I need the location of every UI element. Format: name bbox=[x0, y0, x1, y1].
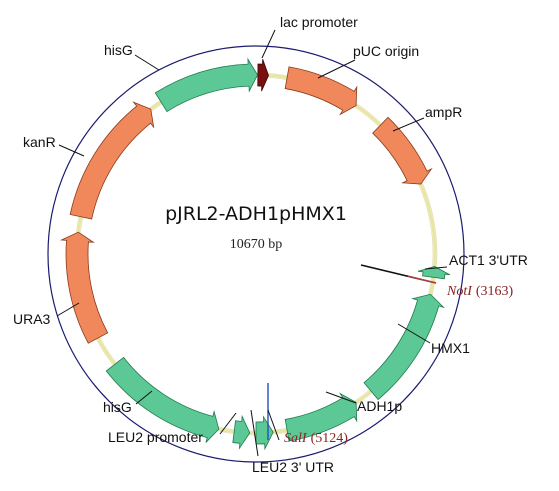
features-layer bbox=[59, 57, 451, 451]
feature-arrow-leu2-utr bbox=[255, 415, 274, 451]
leader-line-puc-origin bbox=[317, 59, 356, 79]
plasmid-name: pJRL2-ADH1pHMX1 bbox=[165, 203, 347, 225]
leader-line-hisg-bottom bbox=[135, 390, 153, 405]
sali-site-leader bbox=[267, 409, 280, 441]
sali-site-position: (5124) bbox=[311, 431, 349, 446]
leader-line-hmx1 bbox=[397, 323, 431, 344]
leader-line-hisg-top bbox=[134, 54, 160, 71]
leader-line-leu2-promoter bbox=[219, 412, 237, 435]
sali-site-name: SalI bbox=[284, 431, 308, 446]
feature-arrow-act1-utr bbox=[417, 266, 451, 280]
feature-arrow-lac-promoter bbox=[257, 58, 269, 92]
label-ampr: ampR bbox=[425, 104, 462, 120]
feature-arrow-hmx1 bbox=[363, 293, 445, 401]
label-lac-promoter: lac promoter bbox=[280, 14, 358, 30]
label-ura3: URA3 bbox=[13, 311, 51, 327]
label-kanr: kanR bbox=[23, 134, 56, 150]
leader-line-ura3 bbox=[56, 302, 80, 317]
leader-line-lac-promoter bbox=[261, 29, 276, 59]
label-hmx1: HMX1 bbox=[431, 340, 470, 356]
feature-arrow-leu2-promoter bbox=[232, 414, 251, 450]
label-puc-origin: pUC origin bbox=[353, 43, 419, 59]
leader-line-adh1p bbox=[325, 391, 357, 404]
leader-line-act1-utr bbox=[424, 266, 448, 270]
feature-arrow-kanr bbox=[69, 101, 155, 220]
leader-line-kanr bbox=[58, 144, 85, 157]
leaders-layer bbox=[56, 29, 448, 457]
leader-line-leu2-utr bbox=[250, 409, 259, 457]
feature-arrow-ura3 bbox=[59, 231, 109, 344]
feature-arrow-puc-origin bbox=[284, 66, 358, 116]
plasmid-size: 10670 bp bbox=[230, 237, 283, 252]
label-adh1p: ADH1p bbox=[357, 398, 402, 414]
feature-arrow-adh1p bbox=[284, 392, 358, 442]
label-act1-utr: ACT1 3'UTR bbox=[449, 252, 528, 268]
feature-arrow-hisg-top bbox=[154, 57, 259, 113]
feature-arrow-ampr bbox=[372, 116, 433, 185]
label-hisg-bottom: hisG bbox=[103, 399, 132, 415]
label-leu2-promoter: LEU2 promoter bbox=[108, 429, 203, 445]
label-sali-site: SalI(5124) bbox=[284, 431, 348, 446]
noti-site-position: (3163) bbox=[476, 284, 514, 299]
label-hisg-top: hisG bbox=[104, 42, 133, 58]
label-leu2-utr: LEU2 3' UTR bbox=[252, 459, 334, 475]
feature-arrow-hisg-bottom bbox=[105, 356, 220, 443]
label-noti-site: NotI(3163) bbox=[446, 284, 514, 299]
noti-site-name: NotI bbox=[446, 284, 473, 299]
outer-ring bbox=[47, 45, 465, 463]
leader-line-ampr bbox=[392, 117, 425, 132]
noti-site-line-accent bbox=[407, 275, 437, 284]
